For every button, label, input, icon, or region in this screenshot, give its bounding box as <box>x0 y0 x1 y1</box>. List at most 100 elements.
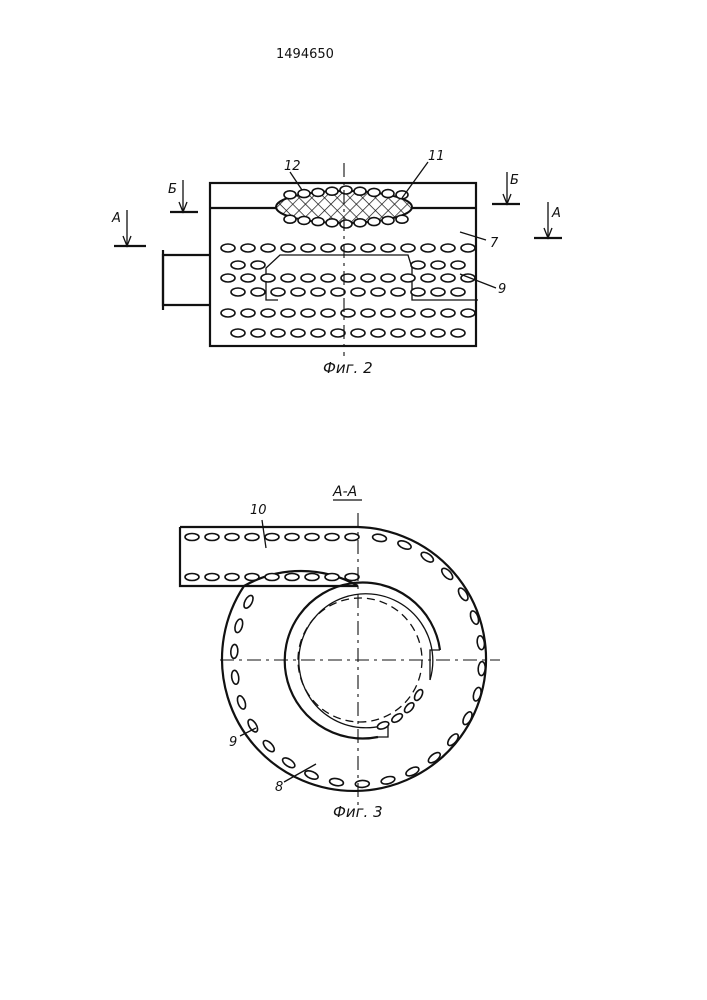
fig2-ring-hole <box>312 188 324 196</box>
fig2-perforation-hole <box>231 288 245 296</box>
fig3-caption: Фиг. 3 <box>333 803 383 821</box>
fig3-volute-hole <box>427 751 442 765</box>
fig2-perforation-hole <box>291 329 305 337</box>
fig2-ring-hole <box>284 215 296 223</box>
fig3-pipe-hole <box>185 574 199 581</box>
fig2-ring-hole <box>354 187 366 195</box>
fig2-perforation-hole <box>391 329 405 337</box>
fig3-volute-tongue <box>244 571 358 586</box>
fig2-perforation-hole <box>341 274 355 282</box>
fig2-perforation-hole <box>251 329 265 337</box>
fig3-pipe-hole <box>265 534 279 541</box>
fig2-perforation-hole <box>291 288 305 296</box>
fig2-ring-hole <box>312 218 324 226</box>
fig2-perforation-hole <box>431 288 445 296</box>
fig3-pipe-hole <box>205 534 219 541</box>
fig2-perforation-hole <box>281 309 295 317</box>
fig3-pipe-hole <box>285 534 299 541</box>
fig2-ring-hole <box>284 191 296 199</box>
fig2-ring-hole <box>368 188 380 196</box>
fig3-pipe-hole <box>245 534 259 541</box>
fig2-ring-hole <box>368 218 380 226</box>
fig2-perforation-hole <box>361 309 375 317</box>
fig3-label-9: 9 <box>229 735 237 750</box>
fig2-perforation-hole <box>301 309 315 317</box>
fig2-label-a-left: А <box>111 211 121 226</box>
fig2-perforation-hole <box>261 274 275 282</box>
fig2-leader-11 <box>402 162 428 198</box>
fig2-perforation-hole <box>241 309 255 317</box>
fig2-perforation-hole <box>271 288 285 296</box>
fig2-ring-hole <box>396 215 408 223</box>
fig3-volute-outer <box>180 527 486 791</box>
fig3-pipe-hole <box>225 574 239 581</box>
fig2-perforation-hole <box>281 274 295 282</box>
fig2-perforation-hole <box>261 309 275 317</box>
fig2-perforation-hole <box>321 309 335 317</box>
fig2-perforation-hole <box>401 274 415 282</box>
fig2-perforation-hole <box>351 288 365 296</box>
fig2-perforation-hole <box>271 329 285 337</box>
fig3-volute-hole <box>261 739 276 754</box>
fig3-volute-hole <box>461 710 474 726</box>
fig2-ring-hole <box>354 219 366 227</box>
fig2-ring-hole <box>382 190 394 198</box>
fig2-perforation-hole <box>461 309 475 317</box>
fig3-pipe-hole <box>245 574 259 581</box>
fig2-perforation-hole <box>461 244 475 252</box>
fig2-perforation-hole <box>281 244 295 252</box>
fig2-perforation-hole <box>361 244 375 252</box>
fig2-perforation-hole <box>351 329 365 337</box>
fig2-ring-hole <box>382 216 394 224</box>
fig2-perforation-hole <box>411 329 425 337</box>
fig2-perforation-hole <box>421 309 435 317</box>
fig2-perforation-hole <box>361 274 375 282</box>
fig3-volute-hole <box>234 618 245 633</box>
fig3-label-8: 8 <box>275 780 283 795</box>
fig2-perforation-hole <box>341 244 355 252</box>
fig2-perforation-hole <box>321 244 335 252</box>
fig2-perforation-hole <box>221 244 235 252</box>
fig3-volute-hole <box>304 769 320 781</box>
fig2-ring-hole <box>298 190 310 198</box>
fig3-volute-hole <box>457 587 470 603</box>
fig3-pipe-hole <box>345 574 359 581</box>
fig2-leader-7 <box>460 232 486 240</box>
fig2-ring-hole <box>326 219 338 227</box>
fig2-perforation-hole <box>441 244 455 252</box>
fig2-perforation-hole <box>451 261 465 269</box>
fig3-volute-hole <box>246 718 259 734</box>
fig2-ring-hole <box>340 186 352 194</box>
fig2-drawing: Б Б А А 12 11 7 9 Фиг. 2 <box>111 149 562 377</box>
fig2-perforation-hole <box>381 244 395 252</box>
fig2-perforation-hole <box>431 329 445 337</box>
fig3-cylinder-hole <box>403 701 416 714</box>
fig2-perforation-hole <box>261 244 275 252</box>
fig3-pipe-hole <box>305 574 319 581</box>
fig2-perforation-hole <box>401 244 415 252</box>
fig2-perforation-hole <box>251 261 265 269</box>
fig3-pipe-hole <box>225 534 239 541</box>
fig2-perforation-hole <box>411 288 425 296</box>
fig2-perforation-hole <box>371 329 385 337</box>
fig3-volute-hole <box>329 777 344 786</box>
fig3-volute-hole <box>440 566 455 581</box>
fig3-drawing: А-А 10 9 8 Фиг. 3 <box>180 484 500 821</box>
fig2-label-12: 12 <box>284 159 301 174</box>
fig2-perforation-hole <box>251 288 265 296</box>
fig2-perforation-hole <box>241 244 255 252</box>
fig2-perforation-hole <box>221 274 235 282</box>
fig2-perforation-hole <box>441 309 455 317</box>
fig2-perforation-hole <box>231 329 245 337</box>
fig2-perforation-hole <box>311 329 325 337</box>
fig2-label-11: 11 <box>428 149 445 164</box>
fig3-volute-hole <box>231 670 240 685</box>
fig3-label-10: 10 <box>250 503 267 518</box>
fig2-perforation-hole <box>431 261 445 269</box>
fig3-pipe-hole <box>185 534 199 541</box>
fig3-volute-hole <box>405 765 421 777</box>
fig2-label-b-right: Б <box>510 173 519 188</box>
fig2-perforation-hole <box>221 309 235 317</box>
fig2-ring-hole <box>326 187 338 195</box>
